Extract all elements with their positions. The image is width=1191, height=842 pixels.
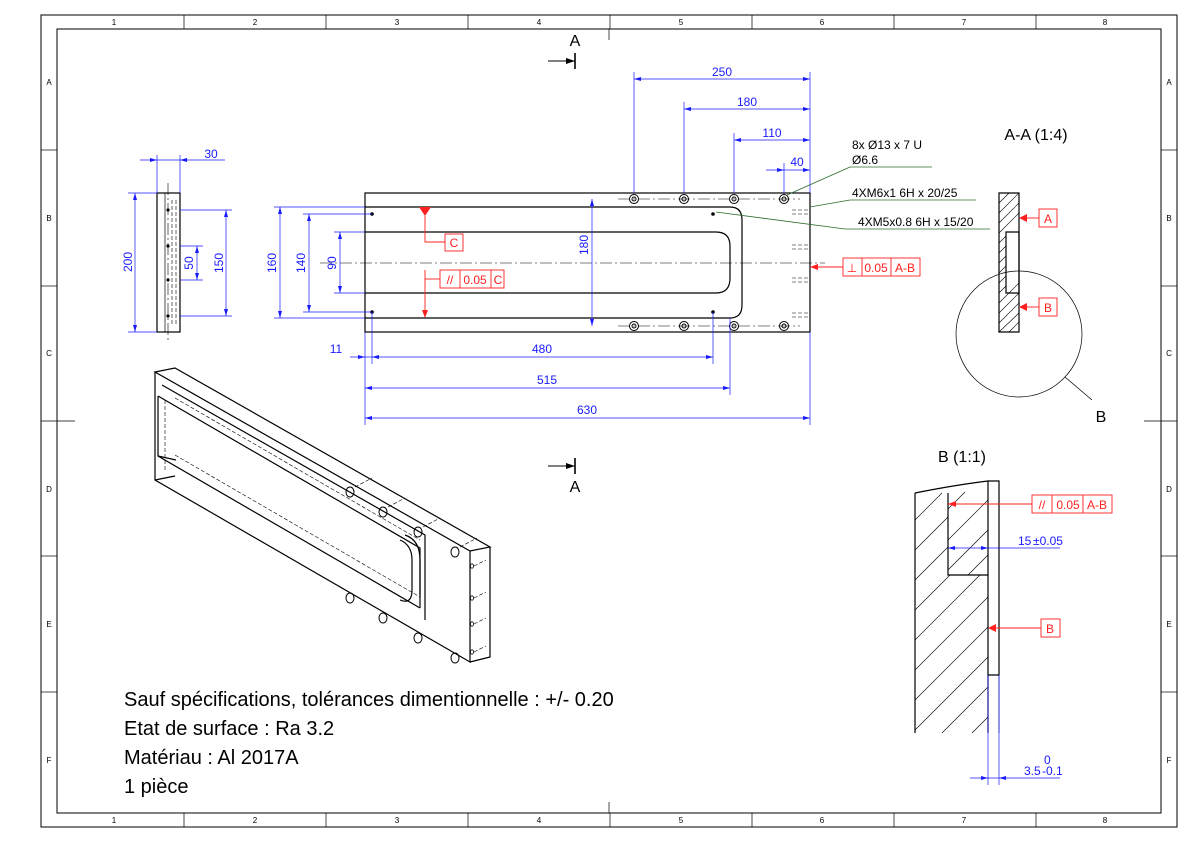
dim-side-30: 30 — [204, 147, 218, 161]
dim-side-50: 50 — [182, 256, 196, 270]
zone-row-d: D — [46, 485, 52, 494]
note-tolerance: Sauf spécifications, tolérances dimentio… — [124, 689, 614, 711]
datum-c-label: C — [450, 236, 459, 250]
callout-holes-line2: Ø6.6 — [852, 153, 878, 167]
dim-front-480: 480 — [532, 342, 552, 356]
zone-col-6: 6 — [820, 18, 825, 27]
dim-front-515: 515 — [537, 373, 557, 387]
gdt-parallel-c: // 0.05 C — [439, 269, 505, 289]
datum-b-box — [1038, 297, 1058, 317]
section-letter-top: A — [570, 33, 581, 50]
datum-b-detail-box — [1040, 618, 1061, 638]
gdt-parallel-c-value: 0.05 — [463, 273, 487, 287]
section-letter-bottom: A — [570, 479, 581, 496]
section-mark-top: A — [548, 33, 581, 69]
section-mark-bottom: A — [548, 458, 581, 496]
front-view: 250 180 110 40 160 140 90 180 — [265, 65, 990, 425]
dim-detail-3-5-lower: -0.1 — [1042, 764, 1063, 778]
callout-thread-m5: 4XM5x0.8 6H x 15/20 — [858, 215, 974, 229]
zone-row-b-right: B — [1166, 214, 1171, 223]
general-notes: Sauf spécifications, tolérances dimentio… — [124, 689, 614, 798]
zone-row-d-right: D — [1166, 485, 1172, 494]
dim-front-250: 250 — [712, 65, 732, 79]
dim-front-11: 11 — [330, 342, 343, 356]
dim-front-140: 140 — [294, 253, 308, 273]
detail-b-view: B (1:1) // 0.0 — [914, 449, 1113, 785]
section-aa-view: A-A (1:4) B A B — [955, 127, 1107, 426]
section-aa-title: A-A (1:4) — [1004, 127, 1067, 144]
zone-row-c-right: C — [1166, 349, 1172, 358]
zone-col-5-bottom: 5 — [679, 816, 684, 825]
zone-col-6-bottom: 6 — [820, 816, 825, 825]
counterbore-holes — [629, 194, 789, 331]
datum-b-label: B — [1044, 301, 1052, 315]
gdt-parallel-ab: // 0.05 A-B — [1031, 494, 1113, 514]
detail-b-circle-label: B — [1096, 409, 1107, 426]
dim-detail-15: 15 — [1018, 534, 1032, 548]
note-material: Matériau : Al 2017A — [124, 747, 299, 769]
dim-detail-15-tolerance: ±0.05 — [1033, 534, 1063, 548]
dim-front-630: 630 — [577, 403, 597, 417]
zone-col-4: 4 — [537, 18, 542, 27]
callout-holes-line1: 8x Ø13 x 7 U — [852, 138, 922, 152]
dim-front-180-vertical: 180 — [577, 235, 591, 255]
datum-a-label: A — [1044, 212, 1052, 226]
zone-row-c: C — [46, 349, 52, 358]
zone-col-1: 1 — [112, 18, 117, 27]
datum-c-triangle — [419, 207, 431, 216]
drawing-frame: 1 2 3 4 5 6 7 8 1 2 3 4 5 6 7 8 A B C D … — [40, 14, 1178, 828]
zone-labels: 1 2 3 4 5 6 7 8 1 2 3 4 5 6 7 8 A B C D … — [46, 18, 1172, 825]
zone-col-7-bottom: 7 — [962, 816, 967, 825]
zone-row-f: F — [47, 756, 52, 765]
detail-b-circle — [955, 270, 1083, 398]
dim-front-180-top: 180 — [737, 95, 757, 109]
dim-front-90: 90 — [325, 256, 339, 270]
dim-side-150: 150 — [212, 253, 226, 273]
dim-front-160: 160 — [265, 253, 279, 273]
gdt-parallel-c-ref: C — [494, 273, 503, 287]
zone-row-f-right: F — [1167, 756, 1172, 765]
gdt-parallel-c-symbol: // — [447, 273, 454, 287]
zone-col-8: 8 — [1103, 18, 1108, 27]
gdt-perp-value: 0.05 — [864, 261, 888, 275]
zone-row-b: B — [46, 214, 51, 223]
zone-col-2: 2 — [253, 18, 258, 27]
gdt-perp-ref: A-B — [895, 261, 915, 275]
dim-detail-3-5: 3.5 — [1024, 764, 1041, 778]
side-view: 30 200 150 50 — [121, 147, 232, 340]
zone-row-a-right: A — [1166, 78, 1172, 87]
isometric-view — [153, 367, 492, 664]
zone-col-3: 3 — [395, 18, 400, 27]
dim-front-40: 40 — [790, 155, 804, 169]
note-surface: Etat de surface : Ra 3.2 — [124, 718, 334, 740]
detail-b-title: B (1:1) — [938, 449, 986, 466]
datum-b-detail-label: B — [1046, 622, 1054, 636]
detail-b-hatching — [914, 491, 989, 734]
zone-col-3-bottom: 3 — [395, 816, 400, 825]
zone-col-2-bottom: 2 — [253, 816, 258, 825]
gdt-parallel-ab-value: 0.05 — [1056, 498, 1080, 512]
zone-col-4-bottom: 4 — [537, 816, 542, 825]
dim-side-200: 200 — [121, 252, 135, 272]
zone-col-7: 7 — [962, 18, 967, 27]
callout-thread-m6: 4XM6x1 6H x 20/25 — [852, 186, 958, 200]
isometric-holes — [345, 486, 460, 664]
zone-col-8-bottom: 8 — [1103, 816, 1108, 825]
zone-row-e: E — [46, 620, 51, 629]
datum-a-box — [1038, 208, 1058, 228]
zone-col-1-bottom: 1 — [112, 816, 117, 825]
zone-row-e-right: E — [1166, 620, 1171, 629]
gdt-perpendicular-ab: ⊥ 0.05 A-B — [842, 257, 921, 277]
dim-detail-3-5-upper: 0 — [1044, 753, 1051, 767]
note-quantity: 1 pièce — [124, 776, 189, 798]
gdt-parallel-ab-ref: A-B — [1087, 498, 1107, 512]
zone-row-a: A — [46, 78, 52, 87]
dim-front-110: 110 — [762, 126, 781, 140]
gdt-parallel-ab-symbol: // — [1039, 498, 1046, 512]
zone-col-5: 5 — [679, 18, 684, 27]
gdt-perp-symbol: ⊥ — [847, 261, 857, 275]
